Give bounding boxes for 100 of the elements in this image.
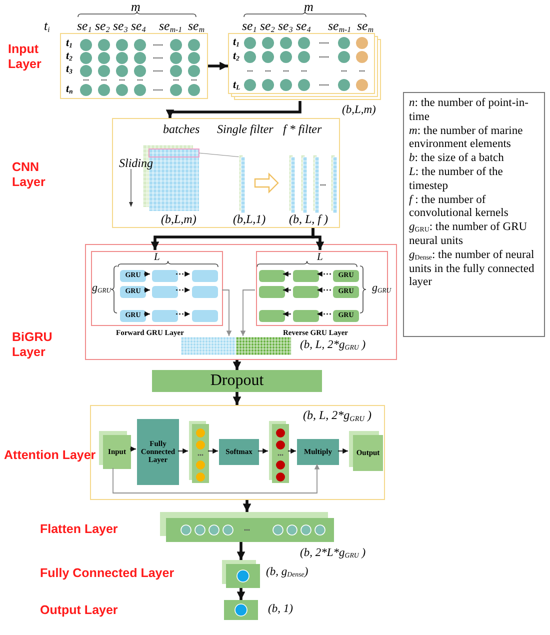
dimension-label: (b, 2*L*g$_{GRU}$ ): [300, 547, 366, 560]
arrow: [312, 228, 324, 250]
arrow: [316, 287, 332, 293]
caption-text: batches: [163, 123, 200, 136]
gru-cell: [192, 310, 218, 322]
dimension-label: (b, L, 2*g$_{GRU}$ ): [300, 339, 366, 352]
column-header: se$_{m-1}$: [328, 19, 351, 32]
gru-cell: [259, 286, 285, 298]
row-label: t$_{L}$: [233, 79, 240, 92]
gru-cell: [259, 270, 285, 282]
column-header: se$_{m}$: [188, 19, 204, 32]
arrow: [236, 542, 246, 560]
direction-label: Sliding: [119, 157, 154, 170]
row-label: t$_{3}$: [66, 63, 72, 76]
row-label: t$_{1}$: [233, 36, 240, 48]
arrow: [282, 311, 292, 317]
arrow: [130, 446, 136, 452]
layer-block: [137, 419, 179, 485]
layer-panel: [85, 244, 397, 360]
gru-cell: [333, 270, 359, 282]
arrow: [144, 271, 150, 277]
arrow: [176, 287, 190, 293]
layer-name: BiGRU Layer: [12, 330, 54, 360]
legend-entry: b: the size of a batch: [409, 152, 505, 166]
column-header: m: [131, 0, 140, 13]
layer-name: Input Layer: [8, 42, 42, 72]
gru-cell: [333, 286, 359, 298]
arrow: [144, 287, 150, 293]
caption-text: Single filter: [217, 123, 274, 136]
column-header: se$_{3}$: [278, 19, 293, 32]
arrow: [242, 500, 252, 512]
gru-cell: [192, 286, 218, 298]
dimension-label: (b, L, 2*g$_{GRU}$ ): [303, 409, 372, 422]
gru-cell: [259, 310, 285, 322]
column-header: m: [304, 0, 314, 13]
arrow: [258, 448, 268, 454]
layer-label: Dropout: [210, 372, 264, 390]
column-header: se$_{1}$: [242, 19, 257, 32]
arrow: [316, 271, 332, 277]
gru-cell: [293, 310, 319, 322]
column-header: se$_{4}$: [131, 19, 146, 32]
gru-cell: [152, 310, 178, 322]
arrow: [282, 287, 292, 293]
row-label: t$_{n}$: [66, 83, 73, 96]
arrow: [166, 101, 302, 118]
arrow: [316, 311, 332, 317]
gru-cell: [152, 270, 178, 282]
gru-cell: [293, 286, 319, 298]
row-label: t$_{2}$: [66, 50, 72, 62]
arrow: [236, 588, 246, 600]
gru-cell: [192, 270, 218, 282]
gru-cell: [333, 310, 359, 322]
arrow: [222, 290, 232, 336]
arrow: [176, 311, 190, 317]
dimension-label: (b, g$_{Dense}$): [266, 566, 308, 579]
layer-block: [297, 439, 339, 465]
column-header: t$_{i}$: [44, 19, 50, 32]
brace-label: g$_{GRU}$: [92, 282, 112, 294]
dimension-label: (b,L,1): [233, 213, 266, 226]
arrow: [112, 464, 320, 494]
arrow: [288, 448, 296, 454]
gru-cell: [120, 310, 146, 322]
arrow: [178, 448, 188, 454]
layer-name: CNN Layer: [12, 160, 46, 190]
dimension-label: (b, 1): [268, 603, 293, 616]
layer-name: Fully Connected Layer: [40, 566, 174, 581]
legend-entry: g$_{Dense}$: the number of neural units in the fully connected layer: [409, 248, 536, 290]
column-header: se$_{2}$: [95, 19, 110, 32]
arrow: [176, 271, 190, 277]
dimension-label: (b, L, f ): [289, 213, 328, 226]
gru-cell: [120, 286, 146, 298]
legend-box: [403, 92, 545, 337]
arrow: [338, 448, 348, 454]
gru-cell: [120, 270, 146, 282]
layer-name: Attention Layer: [4, 448, 96, 463]
arrow: [208, 448, 218, 454]
column-header: se$_{2}$: [260, 19, 275, 32]
row-label: t$_{2}$: [233, 50, 240, 62]
arrow: [144, 311, 150, 317]
brace-label: g$_{GRU}$: [372, 282, 392, 294]
column-header: se$_{1}$: [77, 19, 92, 32]
arrow: [232, 392, 242, 405]
column-header: se$_{m-1}$: [159, 19, 182, 32]
layer-name: Output Layer: [40, 603, 118, 618]
gru-cell: [293, 270, 319, 282]
layer-block: [219, 439, 259, 465]
arrow: [208, 62, 228, 70]
column-header: se$_{3}$: [113, 19, 128, 32]
layer-name: Flatten Layer: [40, 522, 118, 537]
dimension-label: (b,L,m): [342, 104, 376, 117]
arrow: [240, 290, 256, 336]
brace-label: L: [317, 252, 323, 264]
dimension-label: (b,L,m): [161, 213, 196, 226]
arrow: [282, 271, 292, 277]
caption-text: f * filter: [283, 123, 322, 136]
gru-cell: [152, 286, 178, 298]
column-header: se$_{m}$: [357, 19, 374, 32]
dropout-bar: [152, 370, 322, 392]
row-label: t$_{1}$: [66, 37, 72, 50]
arrow: [232, 360, 242, 370]
